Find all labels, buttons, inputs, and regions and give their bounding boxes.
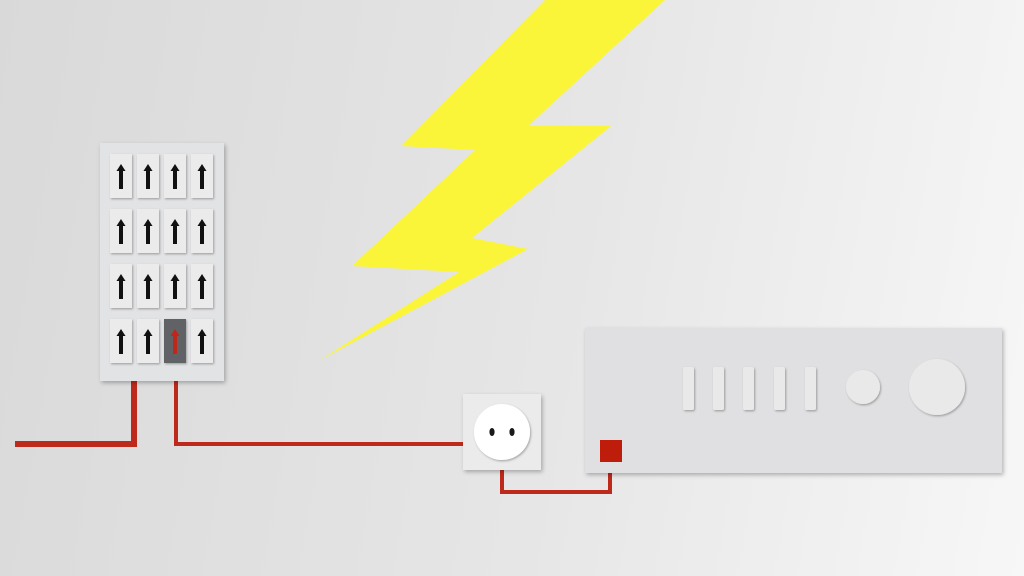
breaker-lever-arrow-icon [143, 219, 153, 226]
breaker-grid [110, 154, 213, 363]
breaker-switch [191, 319, 213, 363]
breaker-switch [191, 154, 213, 198]
device-knobs [846, 359, 965, 415]
wall-socket [463, 394, 541, 470]
breaker-lever-icon [146, 170, 150, 189]
lightning-bolt-icon [320, 0, 665, 360]
breaker-lever-arrow-icon [116, 274, 126, 281]
breaker-lever-arrow-icon [170, 164, 180, 171]
device-small-knob [846, 370, 880, 404]
breaker-switch [110, 319, 132, 363]
breaker-lever-icon [173, 335, 177, 354]
breaker-lever-icon [119, 170, 123, 189]
breaker-lever-icon [200, 280, 204, 299]
breaker-switch [110, 264, 132, 308]
breaker-lever-icon [119, 280, 123, 299]
device-sliders [683, 367, 816, 410]
breaker-switch [137, 154, 159, 198]
breaker-switch [137, 319, 159, 363]
breaker-lever-icon [119, 225, 123, 244]
breaker-lever-arrow-icon [170, 329, 180, 336]
device-slider-control [683, 367, 694, 410]
socket-hole-icon [489, 428, 495, 436]
breaker-lever-arrow-icon [116, 329, 126, 336]
wires [15, 362, 612, 494]
breaker-lever-arrow-icon [143, 164, 153, 171]
device-plug-cable [500, 460, 612, 494]
device-slider-control [743, 367, 754, 410]
breaker-panel [100, 143, 224, 381]
breaker-switch [110, 209, 132, 253]
breaker-lever-arrow-icon [197, 329, 207, 336]
breaker-switch [164, 264, 186, 308]
circuit-wire-to-socket [174, 362, 464, 446]
device-slider-control [805, 367, 816, 410]
breaker-lever-icon [200, 335, 204, 354]
audio-device [585, 328, 1002, 473]
breaker-lever-arrow-icon [197, 219, 207, 226]
breaker-lever-arrow-icon [197, 274, 207, 281]
breaker-lever-icon [146, 280, 150, 299]
breaker-lever-icon [200, 225, 204, 244]
breaker-switch [191, 209, 213, 253]
breaker-switch [137, 264, 159, 308]
breaker-lever-icon [146, 225, 150, 244]
breaker-lever-icon [173, 225, 177, 244]
wall-socket-face [474, 404, 530, 460]
breaker-lever-arrow-icon [116, 164, 126, 171]
device-slider-control [774, 367, 785, 410]
breaker-lever-arrow-icon [116, 219, 126, 226]
breaker-lever-icon [146, 335, 150, 354]
socket-hole-icon [509, 428, 515, 436]
breaker-switch [110, 154, 132, 198]
breaker-lever-arrow-icon [170, 219, 180, 226]
mains-supply-wire [15, 381, 137, 447]
breaker-lever-icon [119, 335, 123, 354]
breaker-switch [137, 209, 159, 253]
breaker-lever-icon [173, 280, 177, 299]
breaker-switch-tripped [164, 319, 186, 363]
breaker-lever-icon [173, 170, 177, 189]
breaker-lever-arrow-icon [143, 329, 153, 336]
breaker-lever-icon [200, 170, 204, 189]
breaker-lever-arrow-icon [197, 164, 207, 171]
breaker-lever-arrow-icon [143, 274, 153, 281]
power-indicator [600, 440, 622, 462]
breaker-switch [191, 264, 213, 308]
breaker-switch [164, 209, 186, 253]
breaker-lever-arrow-icon [170, 274, 180, 281]
breaker-switch [164, 154, 186, 198]
device-large-knob [909, 359, 965, 415]
device-slider-control [713, 367, 724, 410]
